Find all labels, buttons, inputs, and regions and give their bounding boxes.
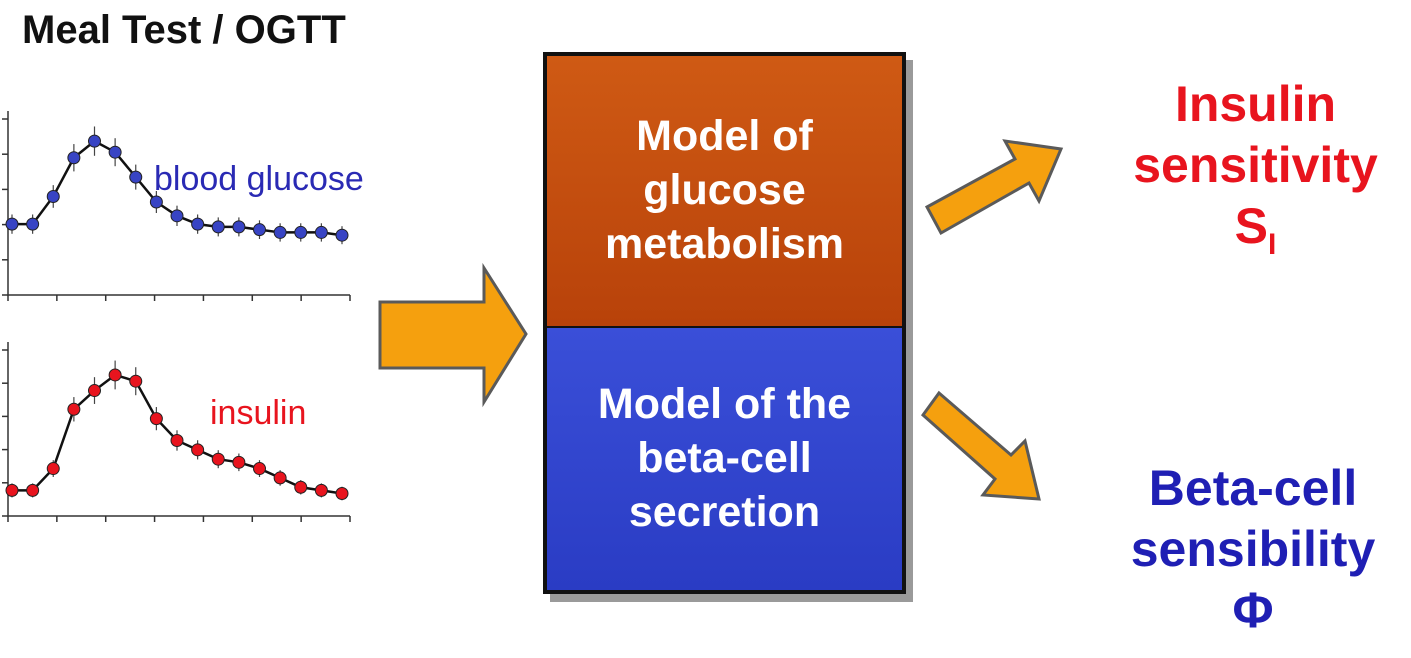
insulin-point	[149, 412, 163, 426]
blood-glucose-chart	[2, 111, 351, 301]
beta-cell-sensibility-line1: Beta-cell	[1148, 460, 1358, 516]
insulin-point	[211, 452, 225, 466]
insulin-sensitivity-result: Insulin sensitivity SI	[1100, 74, 1411, 264]
glucose-point	[191, 217, 205, 231]
insulin-point	[67, 402, 81, 416]
insulin-point	[129, 374, 143, 388]
glucose-point	[129, 170, 143, 184]
insulin-point	[335, 487, 349, 501]
insulin-label: insulin	[210, 394, 307, 432]
glucose-point	[294, 225, 308, 239]
insulin-sensitivity-line1: Insulin	[1174, 76, 1337, 132]
glucose-point	[273, 225, 287, 239]
beta-cell-sensibility-arrow-shape	[920, 390, 1041, 501]
blood-glucose-label: blood glucose	[154, 160, 364, 198]
insulin-sensitivity-symbol: SI	[1100, 196, 1411, 264]
glucose-point	[108, 145, 122, 159]
glucose-axes	[7, 111, 350, 296]
insulin-point	[253, 462, 266, 476]
insulin-point	[5, 483, 19, 497]
insulin-point	[170, 433, 184, 447]
insulin-sensitivity-arrow	[924, 139, 1064, 236]
page-title: Meal Test / OGTT	[22, 8, 346, 52]
insulin-point	[108, 368, 122, 382]
insulin-point	[232, 455, 246, 469]
glucose-metabolism-model-box: Model of glucose metabolism	[543, 52, 906, 328]
glucose-point	[5, 217, 19, 231]
beta-cell-sensibility-arrow	[920, 390, 1041, 501]
insulin-sensitivity-arrow-shape	[924, 139, 1064, 236]
insulin-sensitivity-symbol-letter: S	[1234, 198, 1268, 254]
beta-cell-sensibility-symbol: Φ	[1232, 582, 1274, 638]
glucose-metabolism-model-label: Model of glucose metabolism	[605, 112, 844, 268]
glucose-point	[26, 217, 40, 231]
glucose-point	[149, 195, 163, 209]
glucose-point	[314, 225, 328, 239]
beta-cell-sensibility-line2: sensibility	[1130, 521, 1376, 577]
beta-cell-secretion-model-label: Model of the beta-cell secretion	[597, 380, 852, 536]
insulin-point	[88, 384, 101, 398]
insulin-sensitivity-symbol-subscript: I	[1268, 228, 1277, 261]
beta-cell-secretion-model-box: Model of the beta-cell secretion	[543, 326, 906, 594]
insulin-point	[26, 483, 40, 497]
beta-cell-sensibility-result: Beta-cell sensibility Φ	[1095, 458, 1411, 641]
insulin-chart	[2, 342, 351, 522]
glucose-point	[253, 223, 266, 237]
insulin-point	[191, 443, 205, 457]
glucose-point	[211, 220, 225, 234]
glucose-point	[46, 189, 60, 203]
insulin-point	[314, 483, 328, 497]
input-arrow-shape	[378, 262, 528, 408]
input-arrow	[378, 262, 528, 408]
glucose-point	[335, 228, 349, 242]
insulin-sensitivity-line2: sensitivity	[1133, 137, 1378, 193]
insulin-point	[273, 471, 287, 485]
insulin-point	[294, 480, 308, 494]
glucose-point	[170, 209, 184, 223]
glucose-point	[67, 151, 81, 165]
insulin-point	[46, 462, 60, 476]
glucose-point	[232, 220, 246, 234]
glucose-point	[88, 134, 101, 148]
